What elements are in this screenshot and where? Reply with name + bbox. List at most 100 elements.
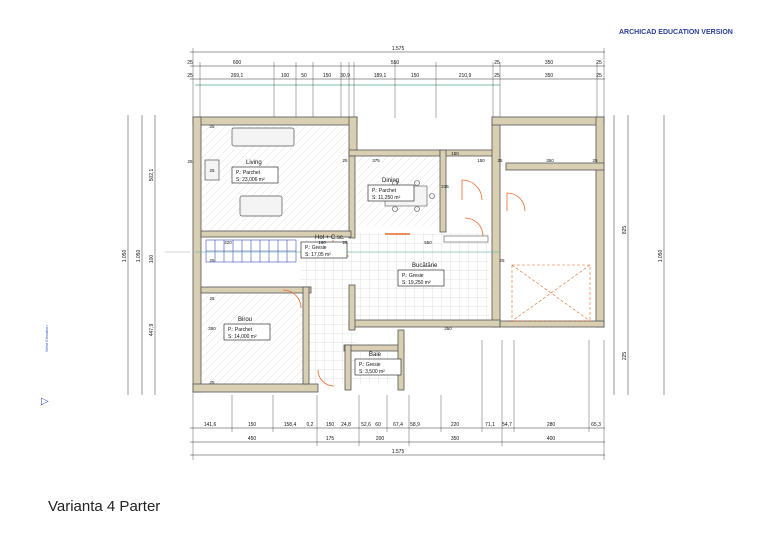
room-name: Birou	[238, 317, 252, 323]
dim-bottom: 450	[248, 436, 257, 442]
room-tag-box	[231, 166, 279, 184]
dim-interior: 25	[497, 158, 503, 163]
dim-bottom: 400	[547, 436, 556, 442]
dim-interior: 350	[444, 326, 452, 331]
room-finish: P.: Gresie	[402, 273, 424, 279]
room-finish: P.: Parchet	[236, 170, 261, 176]
dim-interior: 150	[477, 158, 485, 163]
dim-bottom: 52,6	[361, 422, 371, 428]
dim-interior: 25	[209, 258, 215, 263]
room-finish: P.: Parchet	[372, 188, 397, 194]
dim-left: 1.050	[136, 250, 142, 263]
dim-right: 825	[622, 226, 628, 235]
dim-left: 100	[149, 255, 155, 264]
dim-top: 150	[323, 73, 332, 79]
dim-interior: 350	[546, 158, 554, 163]
dim-bottom: 54,7	[502, 422, 512, 428]
room-tag-box	[223, 323, 271, 341]
dim-right: 225	[622, 352, 628, 361]
room-tag-box	[300, 241, 348, 259]
room-name: Dining	[382, 178, 399, 184]
dim-top: 150	[411, 73, 420, 79]
dim-bottom-total: 1.575	[392, 449, 405, 455]
dim-interior: 375	[372, 158, 380, 163]
dim-bottom: 141,6	[204, 422, 217, 428]
dim-left: 502,1	[149, 169, 155, 182]
dim-top: 350	[545, 73, 554, 79]
dim-interior: 25	[209, 296, 215, 301]
dim-top: 30,9	[340, 73, 350, 79]
watermark-label: ARCHICAD EDUCATION VERSION	[619, 29, 733, 36]
room-finish: P.: Parchet	[228, 327, 253, 333]
carport-outline	[511, 264, 591, 322]
dim-bottom: 60	[375, 422, 381, 428]
dim-bottom: 220	[451, 422, 460, 428]
dim-bottom: 24,8	[341, 422, 351, 428]
bottom-dimensions	[190, 427, 605, 456]
dim-top: 600	[233, 60, 242, 66]
dim-interior: 25	[342, 158, 348, 163]
dim-interior: 160	[318, 240, 326, 245]
drawing-caption: Varianta 4 Parter	[48, 498, 161, 515]
room-finish: P.: Gresie	[359, 362, 381, 368]
room-area: S: 14,000 m²	[228, 334, 257, 340]
kitchen-counter	[443, 235, 489, 243]
dim-bottom: 200	[376, 436, 385, 442]
dim-interior: 25	[209, 380, 215, 385]
dim-top: 25	[596, 60, 602, 66]
dim-bottom: 67,4	[393, 422, 403, 428]
dim-interior: 25	[342, 240, 348, 245]
dim-interior: 25	[187, 159, 193, 164]
dim-left: 447,9	[149, 324, 155, 337]
dim-bottom: 150	[326, 422, 335, 428]
room-name: Baie	[369, 352, 382, 358]
dim-bottom: 65,3	[591, 422, 601, 428]
dim-top: 269,1	[231, 73, 244, 79]
dim-interior: 350	[208, 326, 216, 331]
dim-top: 25	[187, 73, 193, 79]
dim-top: 550	[391, 60, 400, 66]
dim-top: 100	[281, 73, 290, 79]
dim-bottom: 0,2	[307, 422, 314, 428]
room-name: Hol + C.sc.	[315, 235, 345, 241]
dim-top: 189,1	[374, 73, 387, 79]
dim-bottom: 71,1	[485, 422, 495, 428]
dim-top-total: 1.575	[392, 46, 405, 52]
extension-lines	[192, 48, 605, 460]
dim-top: 25	[494, 60, 500, 66]
dim-top: 350	[545, 60, 554, 66]
room-tag-box	[367, 184, 415, 202]
room-tag-box	[397, 269, 445, 287]
dim-interior: 25	[592, 158, 598, 163]
dim-top: 25	[187, 60, 193, 66]
room-tag-box	[354, 358, 402, 376]
dim-bottom: 158,4	[284, 422, 297, 428]
dim-top: 50	[301, 73, 307, 79]
walls	[192, 116, 605, 393]
room-area: S: 17,05 m²	[305, 252, 331, 258]
dim-right: 1.050	[658, 250, 664, 263]
staircase	[205, 239, 297, 263]
elevation-marker-icon: ▷	[41, 396, 49, 407]
elevation-label: West Elevation	[44, 325, 49, 352]
dim-bottom: 280	[547, 422, 556, 428]
room-area: S: 23,006 m²	[236, 177, 265, 183]
dim-bottom: 58,9	[410, 422, 420, 428]
room-name: Living	[246, 160, 262, 166]
dim-bottom: 350	[451, 436, 460, 442]
dim-interior: 550	[424, 240, 432, 245]
dim-bottom: 175	[326, 436, 335, 442]
dim-top: 25	[596, 73, 602, 79]
dim-top: 25	[494, 73, 500, 79]
dim-bottom: 150	[248, 422, 257, 428]
dim-interior: 25	[499, 258, 505, 263]
room-finish: P.: Gresie	[305, 245, 327, 251]
dim-interior: 150	[451, 151, 459, 156]
dim-interior: 25	[209, 124, 215, 129]
living-furniture	[204, 127, 295, 217]
room-area: S: 11,250 m²	[372, 195, 401, 201]
side-dimensions	[127, 115, 665, 395]
dim-interior: 420	[224, 240, 232, 245]
dim-top: 210,9	[459, 73, 472, 79]
